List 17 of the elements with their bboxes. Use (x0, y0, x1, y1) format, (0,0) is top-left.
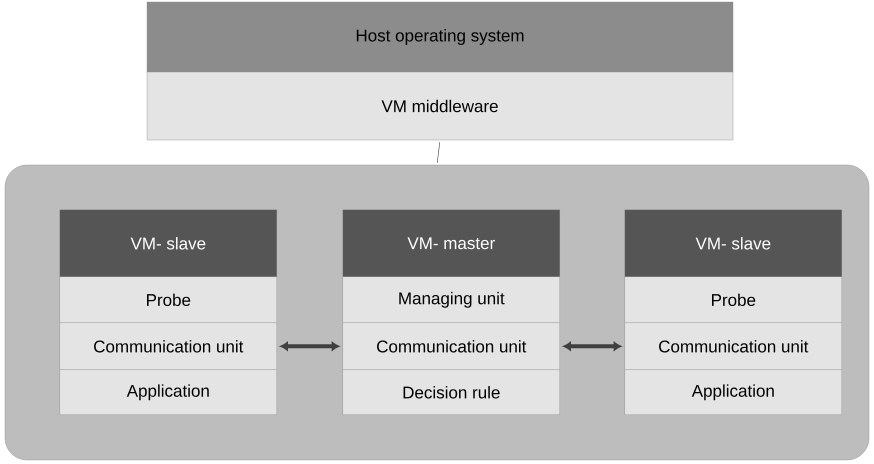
unit-box: Managing unit (342, 276, 560, 323)
layer-band: Host operating system (146, 2, 734, 72)
header-box: VM- slave (624, 210, 842, 277)
double-arrow (280, 342, 340, 351)
unit-box: Application (60, 370, 277, 415)
unit-box: Probe (624, 276, 842, 323)
unit-box: Communication unit (342, 322, 560, 370)
unit-box: Communication unit (624, 322, 842, 370)
unit-box: Decision rule (342, 370, 560, 415)
unit-box: Communication unit (60, 322, 277, 370)
unit-box: Probe (60, 276, 277, 323)
connector-line (436, 142, 440, 164)
header-box: VM- slave (60, 210, 277, 277)
header-box: VM- master (342, 210, 560, 277)
layer-band: VM middleware (146, 72, 734, 140)
unit-box: Application (624, 370, 842, 415)
double-arrow (564, 342, 622, 351)
